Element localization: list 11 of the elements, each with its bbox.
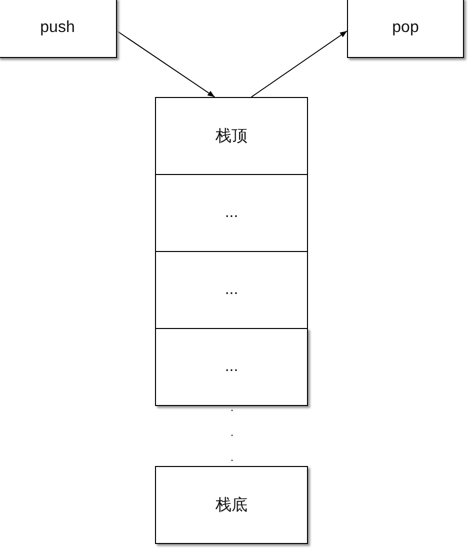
stack-cell: ... [155, 251, 308, 329]
stack-cell: 栈底 [155, 466, 308, 544]
process-box: push [0, 0, 117, 58]
stack-cell: 栈顶 [155, 97, 308, 175]
arrow [250, 30, 348, 98]
ellipsis-dot: . [229, 450, 235, 464]
arrow [116, 30, 216, 98]
ellipsis-dot: . [229, 425, 235, 439]
process-box: pop [347, 0, 464, 58]
stack-cell: ... [155, 174, 308, 252]
stack-cell: ... [155, 328, 308, 406]
